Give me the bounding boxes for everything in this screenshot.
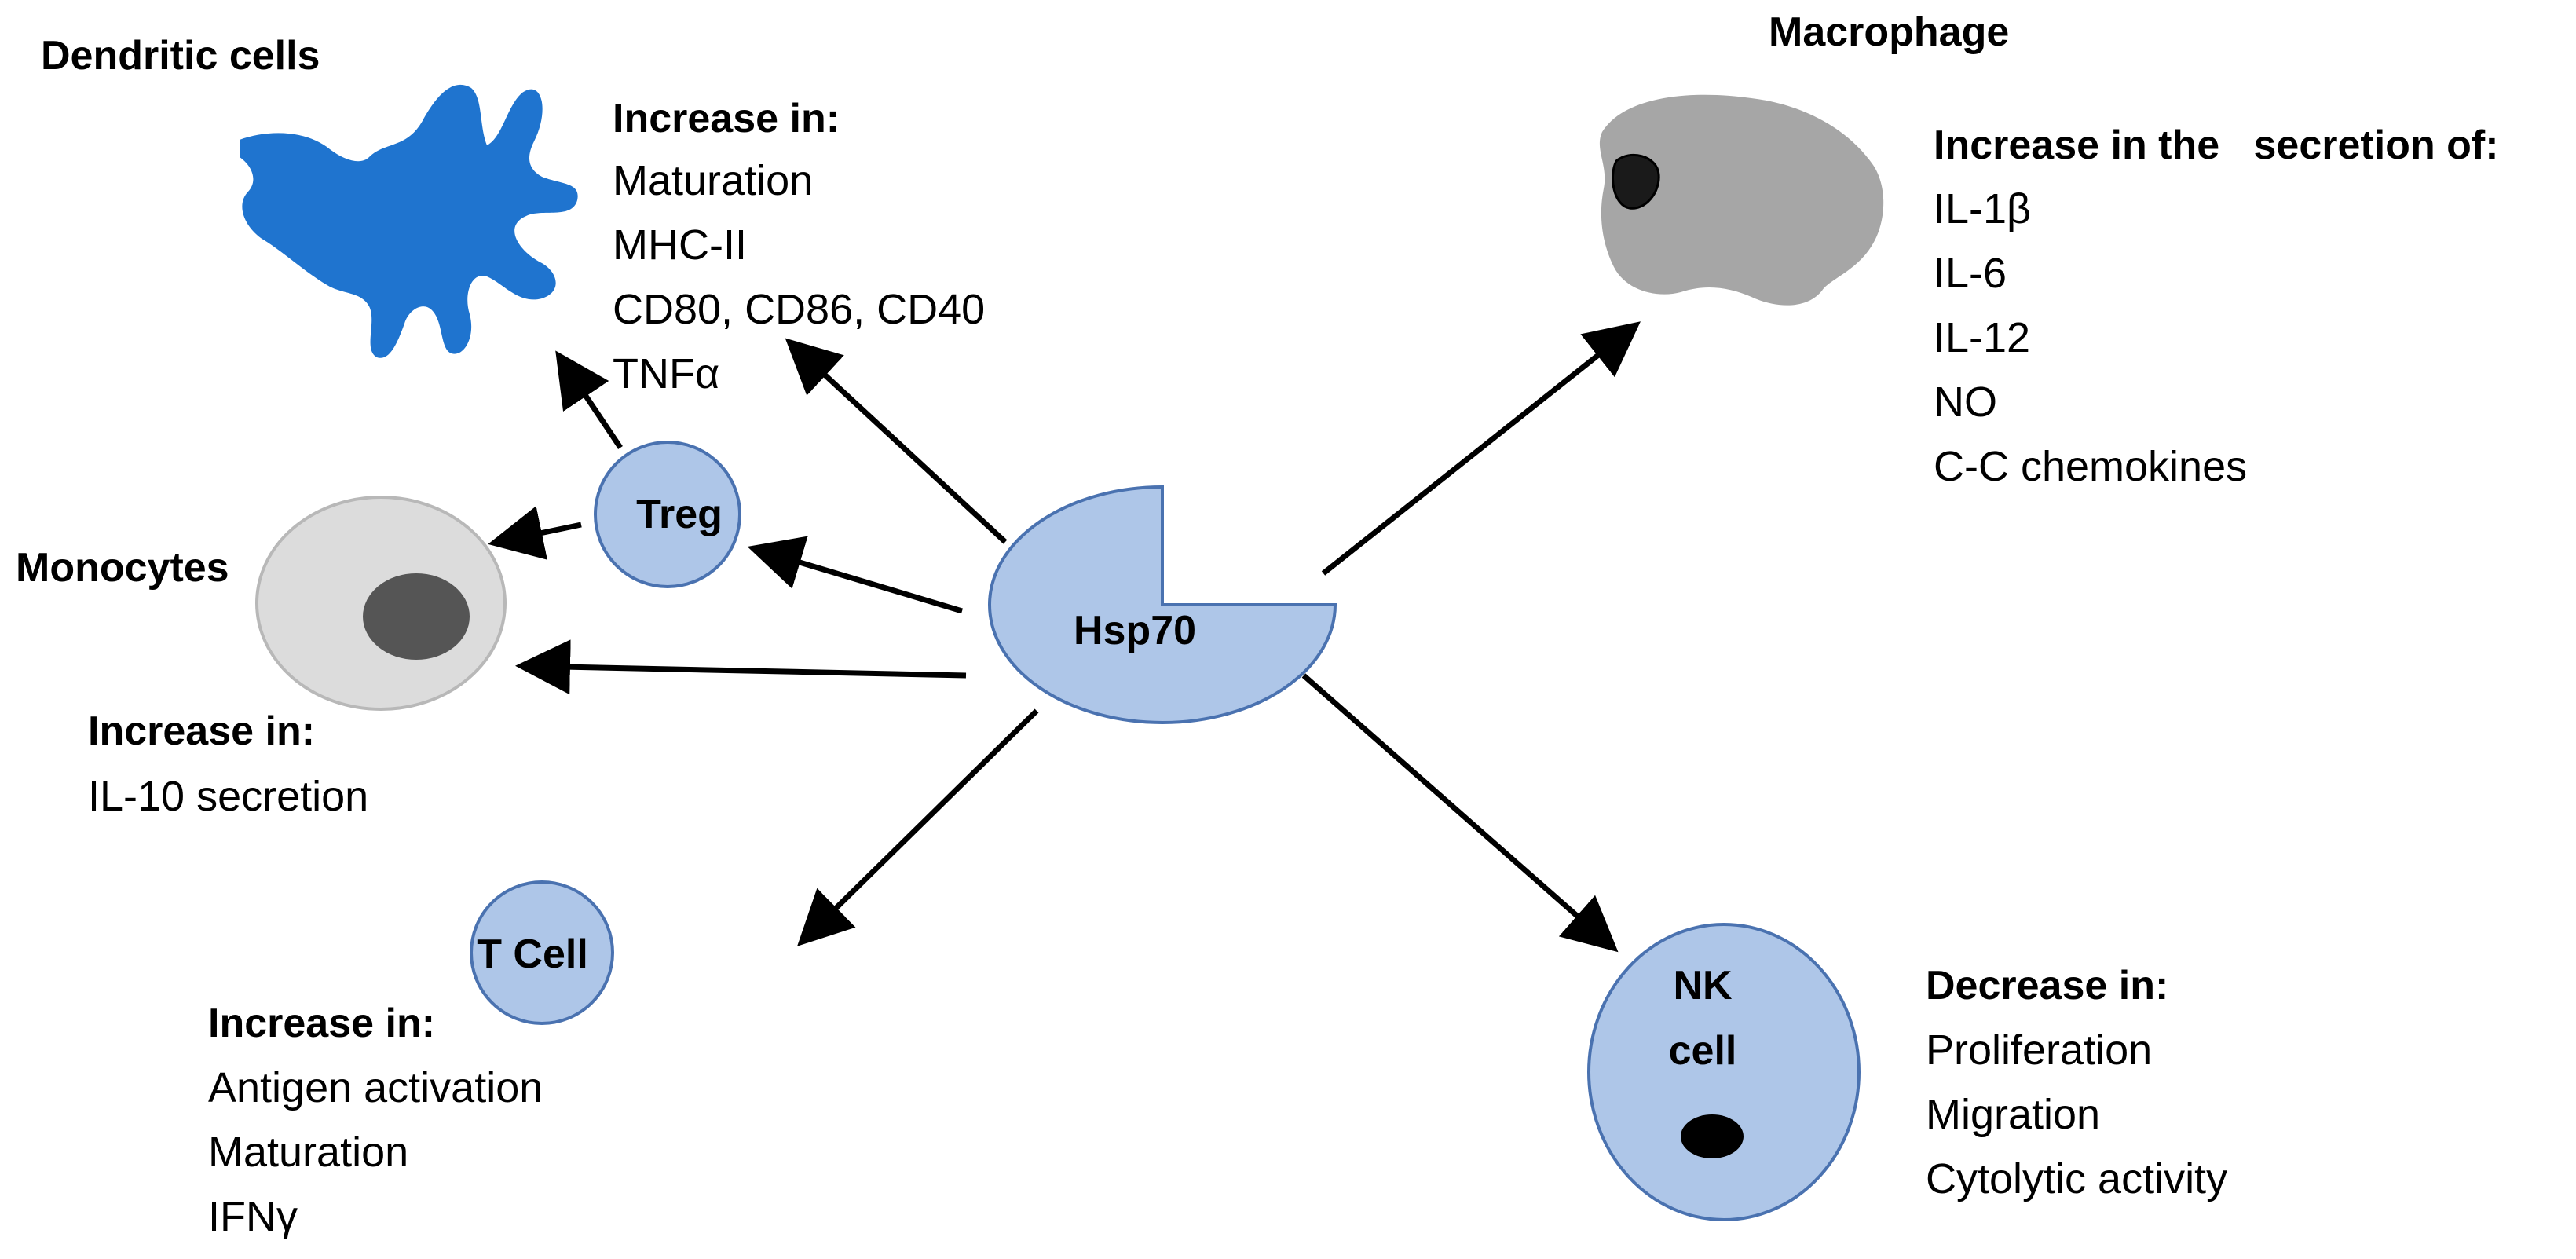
arrow-to-macrophage [1321, 321, 1641, 576]
macrophage-list: IL-1β IL-6 IL-12 NO C-C chemokines [1934, 185, 2247, 490]
arrow-treg-to-dendritic [555, 350, 623, 449]
dendritic-heading: Increase in: [613, 96, 840, 141]
tcell-item: IFNγ [208, 1193, 298, 1240]
tcell-heading: Increase in: [208, 1001, 435, 1046]
dendritic-list: Maturation MHC-II CD80, CD86, CD40 TNFα [613, 157, 985, 397]
nk-cell-body [1587, 923, 1861, 1221]
macrophage-title: Macrophage [1769, 9, 2009, 55]
dendritic-cell [240, 84, 578, 358]
macrophage-nucleus [1612, 154, 1660, 210]
macrophage-shape [1599, 94, 1884, 306]
dendritic-item: MHC-II [613, 221, 747, 269]
arrows [488, 321, 1641, 953]
nk-label-line2: cell [1669, 1028, 1737, 1074]
monocytes-title: Monocytes [16, 545, 229, 591]
nk-cell: NK cell [1587, 923, 1861, 1221]
macrophage-item: IL-6 [1934, 250, 2007, 297]
nk-list: Proliferation Migration Cytolytic activi… [1926, 1027, 2227, 1202]
dendritic-cell-shape [240, 84, 578, 358]
nk-item: Proliferation [1926, 1027, 2152, 1074]
monocytes-item: IL-10 secretion [88, 773, 368, 820]
arrow-to-tcell [797, 708, 1039, 946]
monocyte-cell [255, 496, 507, 711]
t-cell: T Cell [470, 880, 614, 1025]
macrophage-item: IL-1β [1934, 185, 2031, 232]
nk-label-line1: NK [1673, 963, 1733, 1008]
macrophage-heading: Increase in the secretion of: [1934, 123, 2499, 168]
nk-heading: Decrease in: [1926, 963, 2168, 1008]
arrow-to-treg [747, 536, 964, 614]
tcell-item: Antigen activation [208, 1064, 543, 1111]
nk-cell-nucleus [1681, 1114, 1744, 1158]
tcell-list: Antigen activation Maturation IFNγ [208, 1064, 543, 1240]
t-cell-label: T Cell [477, 931, 588, 977]
dendritic-item: Maturation [613, 157, 813, 204]
tcell-item: Maturation [208, 1129, 408, 1176]
arrow-to-monocytes [515, 639, 967, 695]
treg-cell: Treg [594, 441, 741, 588]
treg-body [594, 441, 741, 588]
nk-item: Migration [1926, 1091, 2100, 1138]
monocyte-nucleus [363, 573, 470, 660]
macrophage-cell [1599, 94, 1884, 306]
macrophage-item: NO [1934, 379, 1997, 426]
hsp70-label: Hsp70 [1074, 608, 1196, 653]
macrophage-item: IL-12 [1934, 314, 2030, 361]
arrow-treg-to-monocytes [488, 506, 582, 560]
t-cell-body [470, 880, 614, 1025]
macrophage-item: C-C chemokines [1934, 443, 2247, 490]
hsp70-node: Hsp70 [988, 485, 1337, 724]
arrow-to-nk [1301, 673, 1619, 953]
dendritic-title: Dendritic cells [41, 33, 320, 79]
dendritic-item: CD80, CD86, CD40 [613, 286, 985, 333]
arrow-to-dendritic [785, 338, 1008, 544]
nk-item: Cytolytic activity [1926, 1155, 2227, 1202]
treg-label: Treg [636, 492, 723, 537]
dendritic-item: TNFα [613, 350, 719, 397]
monocytes-heading: Increase in: [88, 708, 315, 754]
hsp70-shape [988, 485, 1337, 724]
